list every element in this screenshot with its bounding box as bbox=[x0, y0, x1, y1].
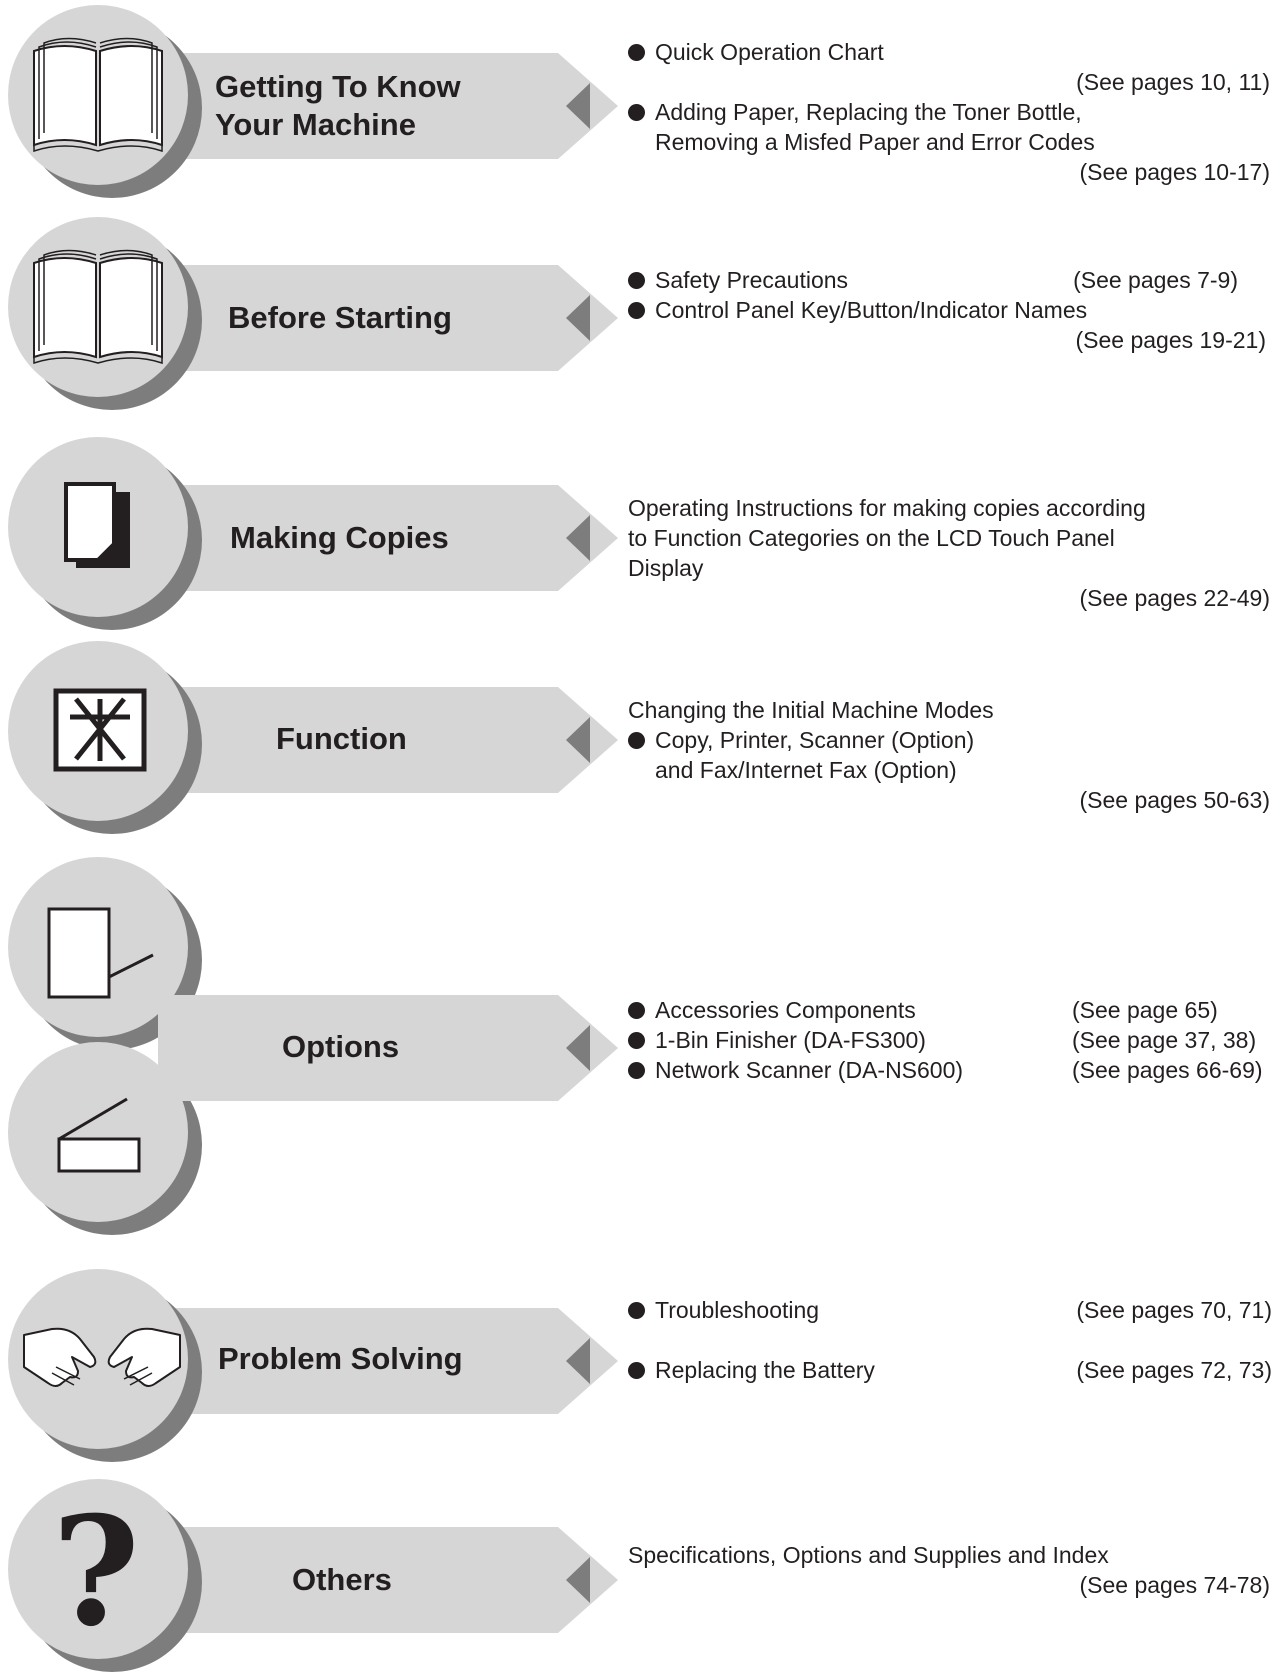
section-banner bbox=[158, 995, 618, 1101]
item-text: Accessories Components bbox=[655, 997, 916, 1023]
page-reference: (See pages 7-9) bbox=[1073, 267, 1238, 293]
section-title: Getting To Know Your Machine bbox=[215, 68, 461, 144]
item-text: and Fax/Internet Fax (Option) bbox=[655, 757, 957, 783]
arrow-marker-icon bbox=[566, 83, 590, 129]
section-description: Quick Operation Chart (See pages 10, 11)… bbox=[628, 37, 1270, 187]
title-line: Function bbox=[276, 721, 407, 756]
section-description: Specifications, Options and Supplies and… bbox=[628, 1540, 1270, 1600]
page-reference: (See pages 19-21) bbox=[1075, 327, 1266, 353]
arrow-marker-icon bbox=[566, 1338, 590, 1384]
bullet-icon bbox=[628, 1032, 645, 1049]
section-banner bbox=[158, 687, 618, 793]
section-getting-to-know: Getting To Know Your Machine Quick Opera… bbox=[0, 0, 1284, 210]
open-book-icon bbox=[33, 249, 163, 365]
section-description: Operating Instructions for making copies… bbox=[628, 493, 1270, 613]
section-before-starting: Before Starting Safety Precautions (See p… bbox=[0, 210, 1284, 420]
arrow-marker-icon bbox=[566, 515, 590, 561]
asterisk-box-icon bbox=[53, 688, 147, 772]
bullet-icon bbox=[628, 104, 645, 121]
item-text: Changing the Initial Machine Modes bbox=[628, 697, 994, 723]
bullet-icon bbox=[628, 1362, 645, 1379]
page-reference: (See pages 70, 71) bbox=[1076, 1297, 1272, 1323]
page-reference: (See page 37, 38) bbox=[1072, 1027, 1257, 1053]
page-reference: (See pages 22-49) bbox=[1079, 585, 1270, 611]
page-reference: (See pages 72, 73) bbox=[1076, 1357, 1272, 1383]
page-reference: (See pages 10-17) bbox=[1079, 159, 1270, 185]
section-title: Function bbox=[276, 720, 407, 758]
title-line: Options bbox=[282, 1029, 400, 1064]
arrow-marker-icon bbox=[566, 295, 590, 341]
section-making-copies: Making Copies Operating Instructions for… bbox=[0, 430, 1284, 630]
section-title: Making Copies bbox=[230, 519, 449, 557]
section-title: Problem Solving bbox=[218, 1340, 463, 1378]
section-problem-solving: Problem Solving Troubleshooting (See page… bbox=[0, 1265, 1284, 1465]
page-reference: (See pages 74-78) bbox=[1079, 1572, 1270, 1598]
section-description: Changing the Initial Machine Modes Copy,… bbox=[628, 695, 1270, 815]
title-line: Making Copies bbox=[230, 520, 449, 555]
item-text: Safety Precautions bbox=[655, 267, 849, 293]
item-text: Network Scanner (DA-NS600) bbox=[655, 1057, 964, 1083]
open-book-icon bbox=[33, 37, 163, 153]
item-text: Copy, Printer, Scanner (Option) bbox=[655, 727, 975, 753]
item-text: Replacing the Battery bbox=[655, 1357, 875, 1383]
item-text: 1-Bin Finisher (DA-FS300) bbox=[655, 1027, 926, 1053]
page-reference: (See page 65) bbox=[1072, 997, 1218, 1023]
page-reference: (See pages 66-69) bbox=[1072, 1057, 1263, 1083]
copy-document-icon bbox=[64, 482, 130, 568]
arrow-marker-icon bbox=[566, 1557, 590, 1603]
item-text: Display bbox=[628, 555, 704, 581]
section-title: Options bbox=[282, 1028, 399, 1066]
section-banner bbox=[158, 53, 618, 159]
title-line: Before Starting bbox=[228, 300, 452, 335]
section-description: Safety Precautions (See pages 7-9) Contro… bbox=[628, 265, 1266, 355]
item-text: Quick Operation Chart bbox=[655, 39, 884, 65]
item-text: Adding Paper, Replacing the Toner Bottle… bbox=[655, 99, 1082, 125]
arrow-marker-icon bbox=[566, 717, 590, 763]
section-title: Before Starting bbox=[228, 299, 452, 337]
section-banner bbox=[158, 1527, 618, 1633]
bullet-icon bbox=[628, 44, 645, 61]
bullet-icon bbox=[628, 272, 645, 289]
item-text: Removing a Misfed Paper and Error Codes bbox=[655, 129, 1095, 155]
bullet-icon bbox=[628, 1002, 645, 1019]
section-title: Others bbox=[292, 1561, 392, 1599]
title-line: Problem Solving bbox=[218, 1341, 463, 1376]
scanner-icon bbox=[57, 1097, 141, 1173]
section-banner bbox=[158, 1308, 618, 1414]
page-reference: (See pages 50-63) bbox=[1079, 787, 1270, 813]
bullet-icon bbox=[628, 302, 645, 319]
item-text: Control Panel Key/Button/Indicator Names bbox=[655, 297, 1088, 323]
section-options: Options Accessories Components (See page … bbox=[0, 850, 1284, 1250]
bullet-icon bbox=[628, 732, 645, 749]
bullet-icon bbox=[628, 1302, 645, 1319]
item-text: Specifications, Options and Supplies and… bbox=[628, 1542, 1109, 1568]
question-mark-icon: ? bbox=[52, 1484, 140, 1660]
title-line: Getting To Know bbox=[215, 69, 461, 104]
finisher-icon bbox=[47, 907, 154, 999]
section-function: Function Changing the Initial Machine Mo… bbox=[0, 635, 1284, 835]
arrow-marker-icon bbox=[566, 1025, 590, 1071]
page-reference: (See pages 10, 11) bbox=[1076, 69, 1270, 95]
item-text: Operating Instructions for making copies… bbox=[628, 495, 1146, 521]
section-banner bbox=[158, 485, 618, 591]
section-banner bbox=[158, 265, 618, 371]
section-description: Accessories Components (See page 65) 1-Bi… bbox=[628, 995, 1270, 1085]
title-line: Others bbox=[292, 1562, 392, 1597]
item-text: to Function Categories on the LCD Touch … bbox=[628, 525, 1115, 551]
section-description: Troubleshooting (See pages 70, 71) Replac… bbox=[628, 1295, 1272, 1385]
handshake-icon bbox=[23, 1327, 181, 1387]
bullet-icon bbox=[628, 1062, 645, 1079]
title-line: Your Machine bbox=[215, 107, 416, 142]
section-others: ? Others Specifications, Options and Sup… bbox=[0, 1475, 1284, 1672]
item-text: Troubleshooting bbox=[655, 1297, 820, 1323]
